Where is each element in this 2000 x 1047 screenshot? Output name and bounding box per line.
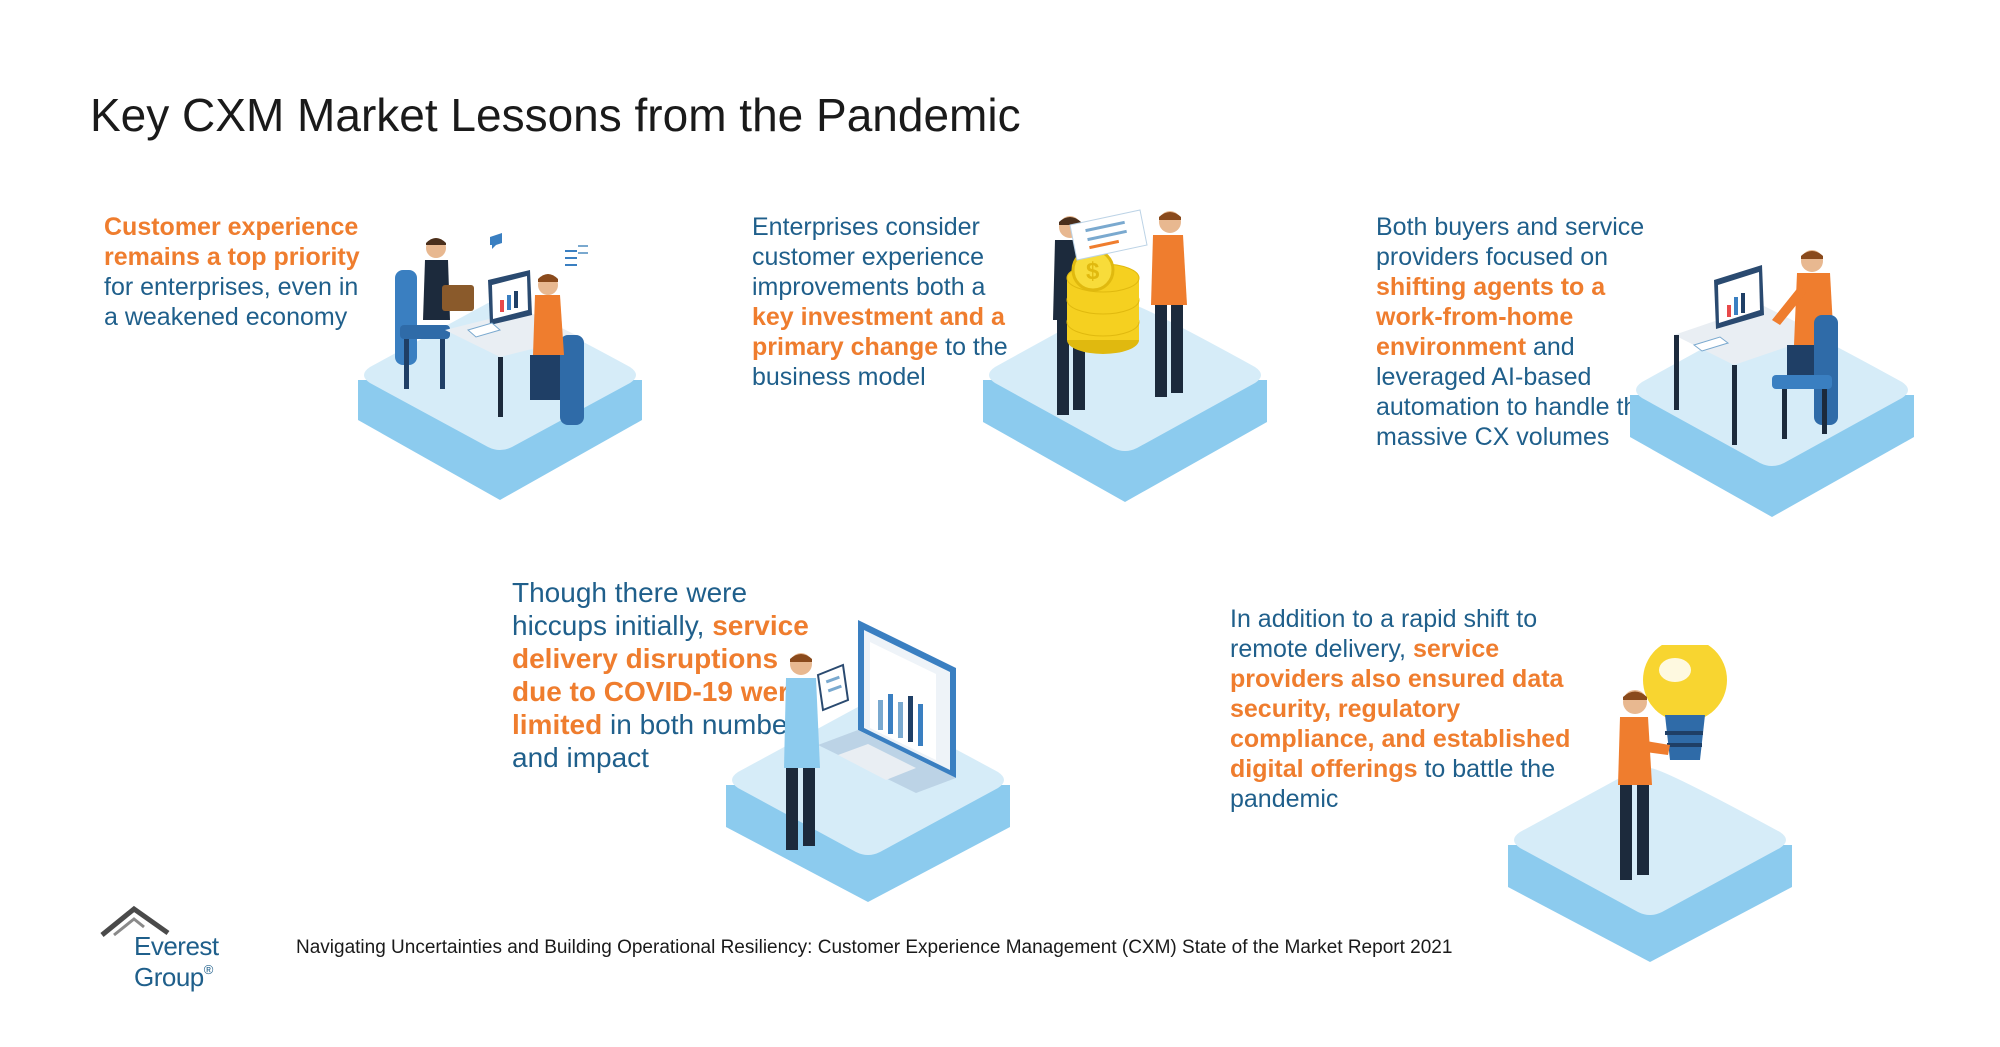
lesson-body-text: and leveraged AI-based automation to han… (1376, 333, 1652, 451)
lesson-highlight-text: shifting agents to a work-from-home envi… (1376, 273, 1606, 361)
lesson-5-text: In addition to a rapid shift to remote d… (1230, 604, 1605, 814)
lesson-body-text: Both buyers and service providers focuse… (1376, 213, 1645, 271)
coins-investment-icon: $ (983, 209, 1267, 502)
report-source: Navigating Uncertainties and Building Op… (296, 937, 1453, 958)
lesson-1-text: Customer experience remains a top priori… (104, 212, 374, 332)
lesson-highlight-text: key investment and a primary change (752, 303, 1005, 361)
footer: Everest Group® Navigating Uncertainties … (100, 905, 1500, 992)
lesson-highlight-text: service providers also ensured data secu… (1230, 635, 1571, 783)
work-from-home-icon (1630, 250, 1914, 517)
office-meeting-icon (358, 233, 642, 500)
lesson-body-text: to the business model (752, 333, 1008, 391)
lesson-highlight-text: Customer experience remains a top priori… (104, 213, 360, 271)
lesson-3-text: Both buyers and service providers focuse… (1376, 212, 1661, 452)
lesson-4-text: Though there were hiccups initially, ser… (512, 576, 812, 774)
laptop-analytics-icon (726, 620, 1010, 902)
lesson-body-text: In addition to a rapid shift to remote d… (1230, 605, 1538, 663)
lesson-body-text: to battle the pandemic (1230, 755, 1556, 813)
lesson-body-text: in both number and impact (512, 709, 797, 773)
lesson-body-text: for enterprises, even in a weakened econ… (104, 273, 359, 331)
svg-text:$: $ (1086, 258, 1100, 285)
everest-group-logo: Everest Group® (100, 905, 290, 992)
page-title: Key CXM Market Lessons from the Pandemic (90, 89, 1021, 141)
lesson-highlight-text: service delivery disruptions due to COVI… (512, 610, 809, 740)
logo-text: Everest Group® (134, 931, 219, 992)
lesson-body-text: Enterprises consider customer experience… (752, 213, 986, 301)
lesson-2-text: Enterprises consider customer experience… (752, 212, 1017, 392)
lightbulb-idea-icon (1508, 645, 1792, 962)
lesson-body-text: Though there were hiccups initially, (512, 577, 748, 641)
mountain-logo-icon (100, 905, 170, 937)
